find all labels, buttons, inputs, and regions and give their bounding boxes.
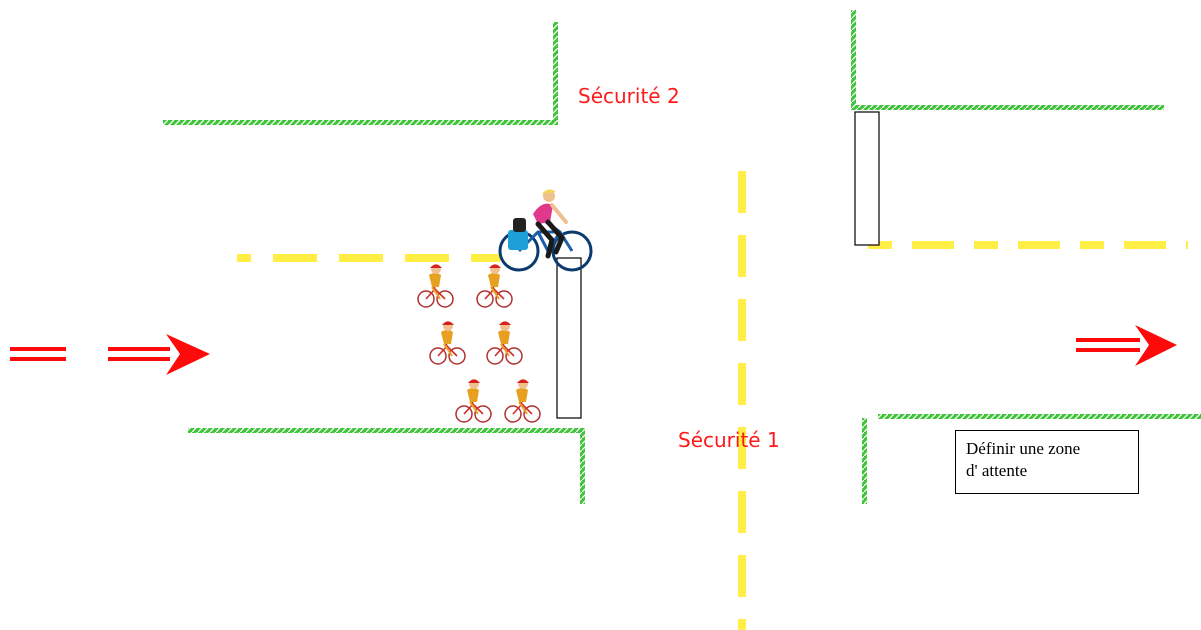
curb-top-left (163, 22, 558, 125)
small-cyclist-icon (429, 320, 466, 365)
cyclist-group (417, 263, 541, 423)
stop-box-left (556, 257, 582, 419)
small-cyclist-icon (486, 320, 523, 365)
label-securite-2: Sécurité 2 (578, 84, 680, 108)
curb-bottom-right (862, 414, 1201, 504)
double-arrow-right-icon (1076, 325, 1177, 366)
cyclist-icon (498, 189, 593, 272)
small-cyclist-icon (504, 378, 541, 423)
small-cyclist-icon (417, 263, 454, 308)
stop-box-right (854, 111, 880, 246)
note-line-2: d' attente (966, 461, 1028, 480)
note-line-1: Définir une zone (966, 439, 1081, 458)
double-arrow-right-icon (10, 334, 210, 375)
small-cyclist-icon (476, 263, 513, 308)
curb-bottom-left (188, 428, 585, 504)
label-securite-1: Sécurité 1 (678, 428, 780, 452)
curb-top-right (851, 10, 1164, 110)
small-cyclist-icon (455, 378, 492, 423)
waiting-zone-note: Définir une zone d' attente (955, 430, 1139, 494)
